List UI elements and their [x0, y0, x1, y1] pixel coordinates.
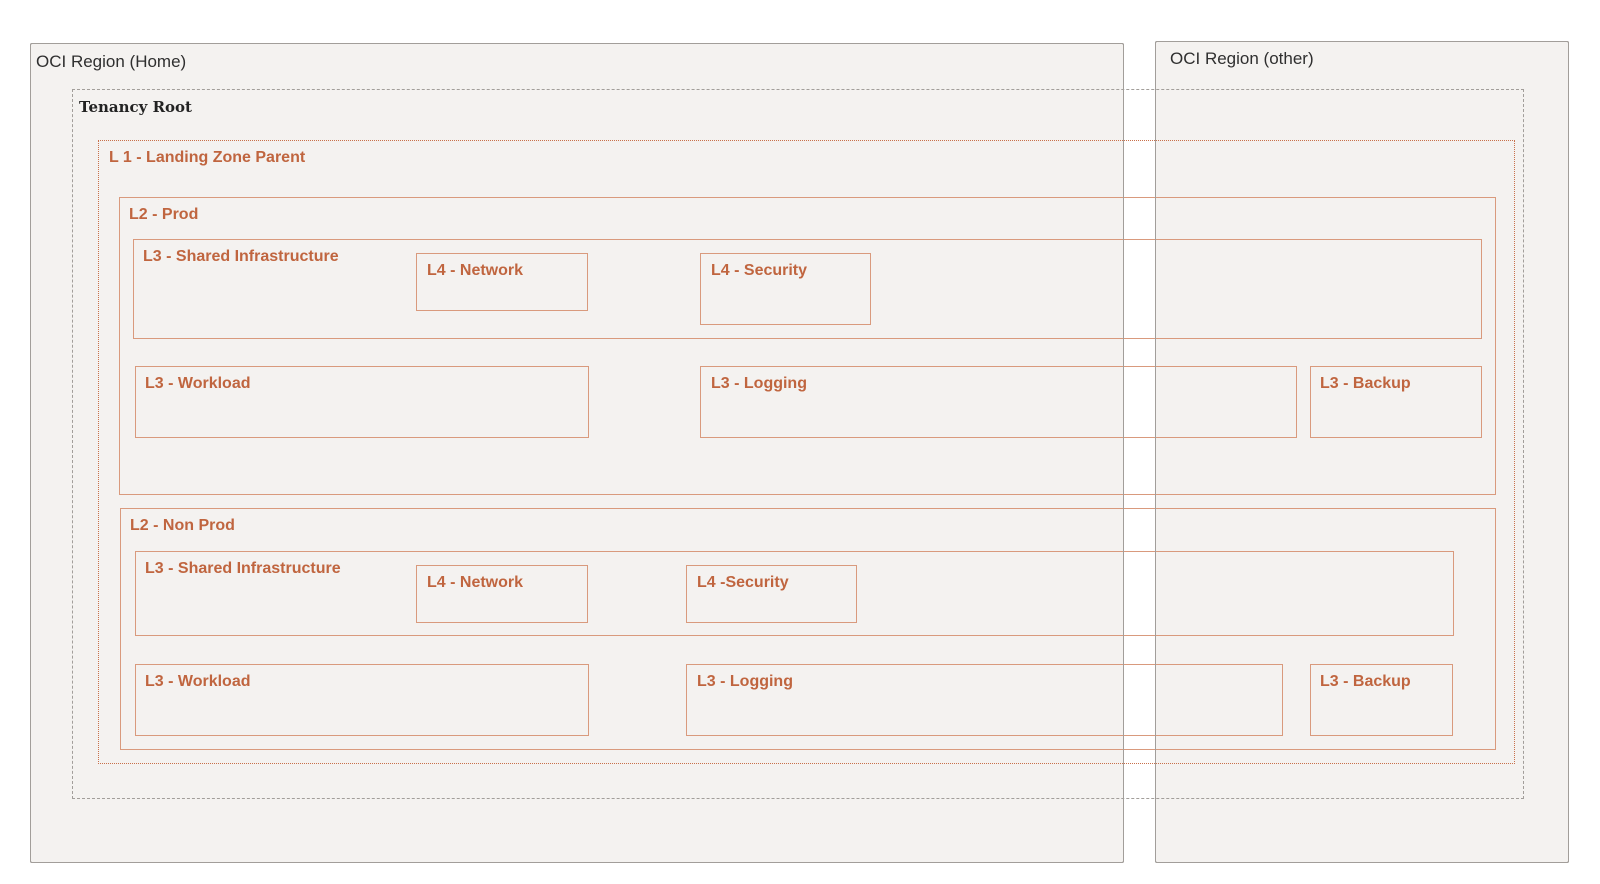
nonprod-l4-network-compartment	[416, 565, 588, 623]
prod-l4-security-compartment	[700, 253, 871, 325]
l2-prod-compartment	[119, 197, 1496, 495]
prod-label: L2 - Prod	[129, 206, 199, 223]
prod-l3-backup-compartment	[1310, 366, 1482, 438]
prod-l3-workload-compartment	[135, 366, 589, 438]
nonprod-shared-infrastructure-label: L3 - Shared Infrastructure	[145, 560, 341, 577]
region-other-label: OCI Region (other)	[1170, 49, 1314, 68]
nonprod-logging-label: L3 - Logging	[697, 673, 793, 690]
nonprod-security-label: L4 -Security	[697, 574, 789, 591]
region-other	[1155, 41, 1569, 863]
prod-logging-label: L3 - Logging	[711, 375, 807, 392]
nonprod-workload-label: L3 - Workload	[145, 673, 251, 690]
tenancy-root-label: Tenancy Root	[79, 98, 192, 116]
prod-shared-infrastructure-label: L3 - Shared Infrastructure	[143, 248, 339, 265]
prod-network-label: L4 - Network	[427, 262, 524, 279]
tenancy-root-compartment	[72, 89, 1524, 799]
nonprod-l4-security-compartment	[686, 565, 857, 623]
l1-landing-zone-parent-label: L 1 - Landing Zone Parent	[109, 149, 306, 166]
region-home	[30, 43, 1124, 863]
nonprod-l3-shared-infrastructure-compartment	[135, 551, 1454, 636]
nonprod-network-label: L4 - Network	[427, 574, 524, 591]
nonprod-l3-backup-compartment	[1310, 664, 1453, 736]
prod-l3-logging-compartment	[700, 366, 1297, 438]
prod-security-label: L4 - Security	[711, 262, 808, 279]
nonprod-label: L2 - Non Prod	[130, 517, 235, 534]
prod-workload-label: L3 - Workload	[145, 375, 251, 392]
nonprod-backup-label: L3 - Backup	[1320, 673, 1411, 690]
l2-non-prod-compartment	[120, 508, 1496, 750]
prod-l3-shared-infrastructure-compartment	[133, 239, 1482, 339]
l1-landing-zone-parent-compartment	[98, 140, 1515, 764]
region-home-label: OCI Region (Home)	[36, 52, 187, 71]
prod-backup-label: L3 - Backup	[1320, 375, 1411, 392]
nonprod-l3-workload-compartment	[135, 664, 589, 736]
prod-l4-network-compartment	[416, 253, 588, 311]
nonprod-l3-logging-compartment	[686, 664, 1283, 736]
